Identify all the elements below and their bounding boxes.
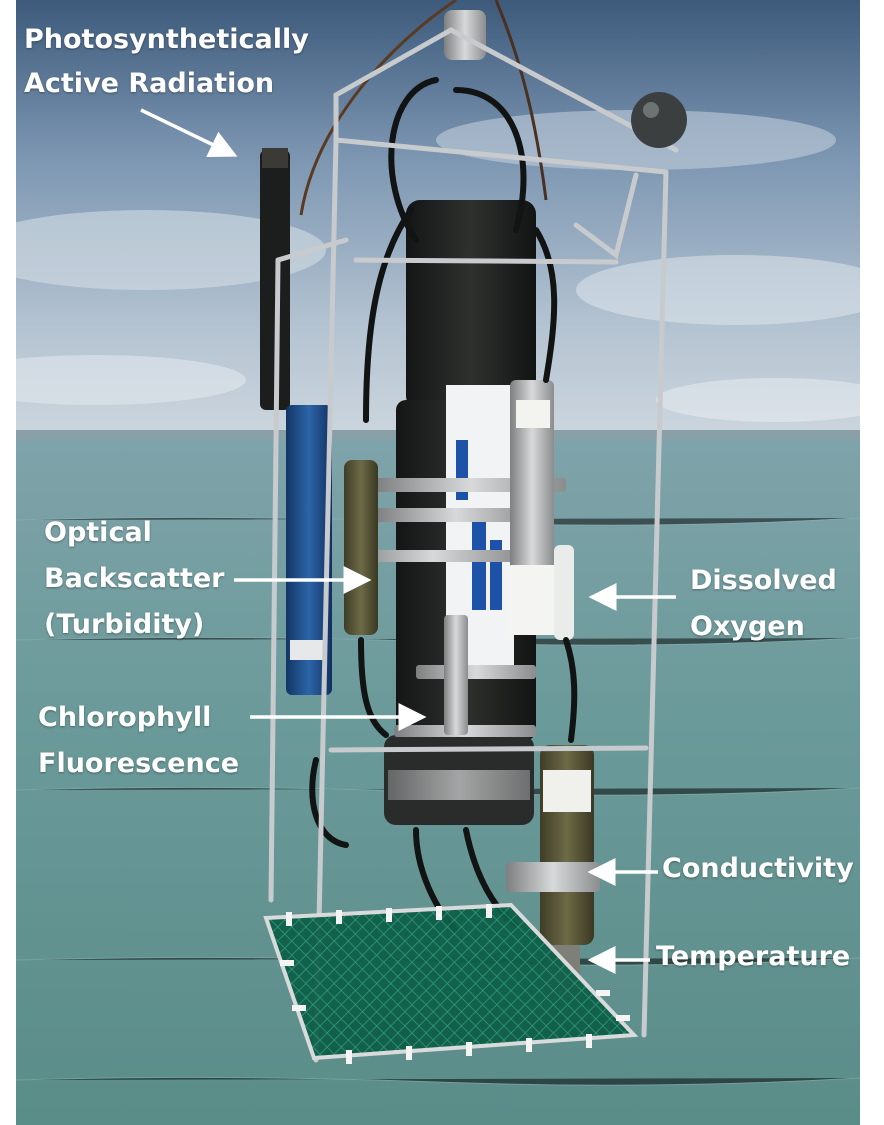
label-chl-line2: Fluorescence [38,748,240,779]
ct-sensor-clamp [506,862,600,892]
do-pump [554,545,574,640]
par-sensor-cap [262,148,288,168]
label-par: Photosynthetically Active Radiation [24,18,309,106]
label-chl-line1: Chlorophyll [38,702,212,733]
lift-cable-2 [494,0,548,201]
ctd-rosette-illustration [16,0,860,1125]
label-conductivity: Conductivity [662,846,854,892]
blue-sensor [286,405,332,695]
label-par-line2: Active Radiation [24,68,275,99]
label-obs-line1: Optical [44,517,152,548]
label-par-line1: Photosynthetically [24,24,309,55]
label-temperature-text: Temperature [656,941,851,972]
arrow-par [140,108,238,157]
label-obs-line2: Backscatter [44,563,225,594]
label-do-line1: Dissolved [690,565,837,596]
lift-cable [299,0,457,216]
blue-sensor-label [290,640,326,660]
zip-ties [280,904,630,1064]
annotation-arrows [140,108,676,974]
ctd-top-housing [406,200,536,410]
net-frame [263,902,639,1061]
par-sensor [260,150,290,410]
label-chlorophyll: Chlorophyll Fluorescence [38,695,239,787]
label-do-line2: Oxygen [690,611,805,642]
bottom-net [266,905,634,1058]
label-dissolved-oxygen: Dissolved Oxygen [690,558,837,650]
do-sensor-shaft [510,380,554,590]
ctd-base-ring [388,770,530,800]
float-ball-highlight [643,102,659,118]
label-temperature: Temperature [656,934,850,980]
float-ball [631,92,687,148]
ct-sensor-label [543,770,591,812]
chlorophyll-sensor [444,615,468,735]
label-obs: Optical Backscatter (Turbidity) [44,510,225,648]
clouds [16,110,860,422]
do-sensor-body [506,565,566,635]
label-obs-line3: (Turbidity) [44,609,205,640]
cage-frame [268,27,679,1063]
do-sensor-label [516,400,550,428]
turbidity-sensor [344,460,378,635]
ctd-photo: Photosynthetically Active Radiation Opti… [16,0,860,1125]
sensor-cables [309,77,578,933]
label-conductivity-text: Conductivity [662,853,854,884]
